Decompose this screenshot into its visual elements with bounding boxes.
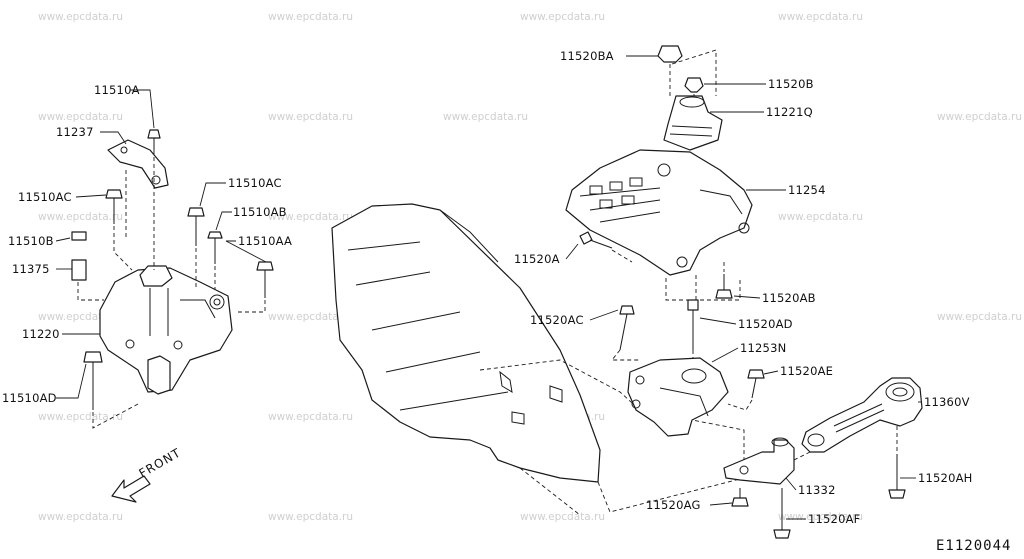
callout-11520AE: 11520AE — [780, 364, 833, 378]
callout-11254: 11254 — [788, 183, 826, 197]
callout-11360V: 11360V — [924, 395, 970, 409]
watermark: www.epcdata.ru — [268, 311, 353, 323]
callout-11332: 11332 — [798, 483, 836, 497]
engine-block — [331, 203, 601, 483]
callout-11510AB: 11510AB — [233, 205, 287, 219]
watermark: www.epcdata.ru — [38, 411, 123, 423]
front-label: FRONT — [137, 445, 184, 480]
watermark: www.epcdata.ru — [38, 111, 123, 123]
callout-11510B: 11510B — [8, 234, 54, 248]
left-mount-dash — [77, 150, 266, 429]
watermark: www.epcdata.ru — [443, 111, 528, 123]
watermark: www.epcdata.ru — [268, 111, 353, 123]
watermark: www.epcdata.ru — [520, 11, 605, 23]
mid-bracket-dash — [611, 349, 753, 411]
rod-bracket-dash — [793, 451, 811, 461]
watermark: www.epcdata.ru — [520, 511, 605, 523]
leader-lines — [55, 55, 922, 520]
engine-dash-outline — [479, 359, 745, 516]
watermark: www.epcdata.ru — [268, 11, 353, 23]
torque-rod — [801, 377, 923, 499]
callout-11510AC-left: 11510AC — [18, 190, 72, 204]
watermark: www.epcdata.ru — [38, 511, 123, 523]
callout-labels: 11510A 11237 11510AC 11510AC 11510AB 115… — [2, 49, 973, 526]
watermark: www.epcdata.ru — [268, 211, 353, 223]
callout-11220: 11220 — [22, 327, 60, 341]
callout-11510AC-right: 11510AC — [228, 176, 282, 190]
right-upper-dash — [611, 49, 741, 301]
callout-11520AG: 11520AG — [646, 498, 701, 512]
callout-11520AC: 11520AC — [530, 313, 584, 327]
rod-bracket — [723, 437, 795, 539]
callout-11520BA: 11520BA — [560, 49, 614, 63]
right-upper-mount — [565, 45, 753, 299]
callout-11520AB: 11520AB — [762, 291, 816, 305]
front-direction-indicator: FRONT — [111, 445, 184, 503]
callout-11221Q: 11221Q — [766, 105, 813, 119]
callout-11510A: 11510A — [94, 83, 140, 97]
watermark: www.epcdata.ru — [778, 511, 863, 523]
watermark: www.epcdata.ru — [268, 511, 353, 523]
watermark: www.epcdata.ru — [268, 411, 353, 423]
watermark: www.epcdata.ru — [778, 11, 863, 23]
watermark: www.epcdata.ru — [778, 211, 863, 223]
front-arrow-icon — [111, 475, 151, 503]
watermark: www.epcdata.ru — [38, 211, 123, 223]
left-engine-mount — [71, 129, 274, 410]
callout-11510AA: 11510AA — [238, 234, 292, 248]
callout-11520B: 11520B — [768, 77, 814, 91]
callout-11520AF: 11520AF — [808, 512, 860, 526]
callout-11520AD: 11520AD — [738, 317, 793, 331]
callout-11237: 11237 — [56, 125, 94, 139]
callout-11253N: 11253N — [740, 341, 786, 355]
watermark: www.epcdata.ru — [937, 311, 1022, 323]
watermark: www.epcdata.ru — [38, 11, 123, 23]
callout-11375: 11375 — [12, 262, 50, 276]
watermark: www.epcdata.ru — [937, 111, 1022, 123]
diagram-code: E1120044 — [936, 538, 1011, 554]
callout-11520AH: 11520AH — [918, 471, 973, 485]
callout-11510AD: 11510AD — [2, 391, 57, 405]
callout-11520A: 11520A — [514, 252, 560, 266]
mid-bracket — [619, 299, 765, 437]
